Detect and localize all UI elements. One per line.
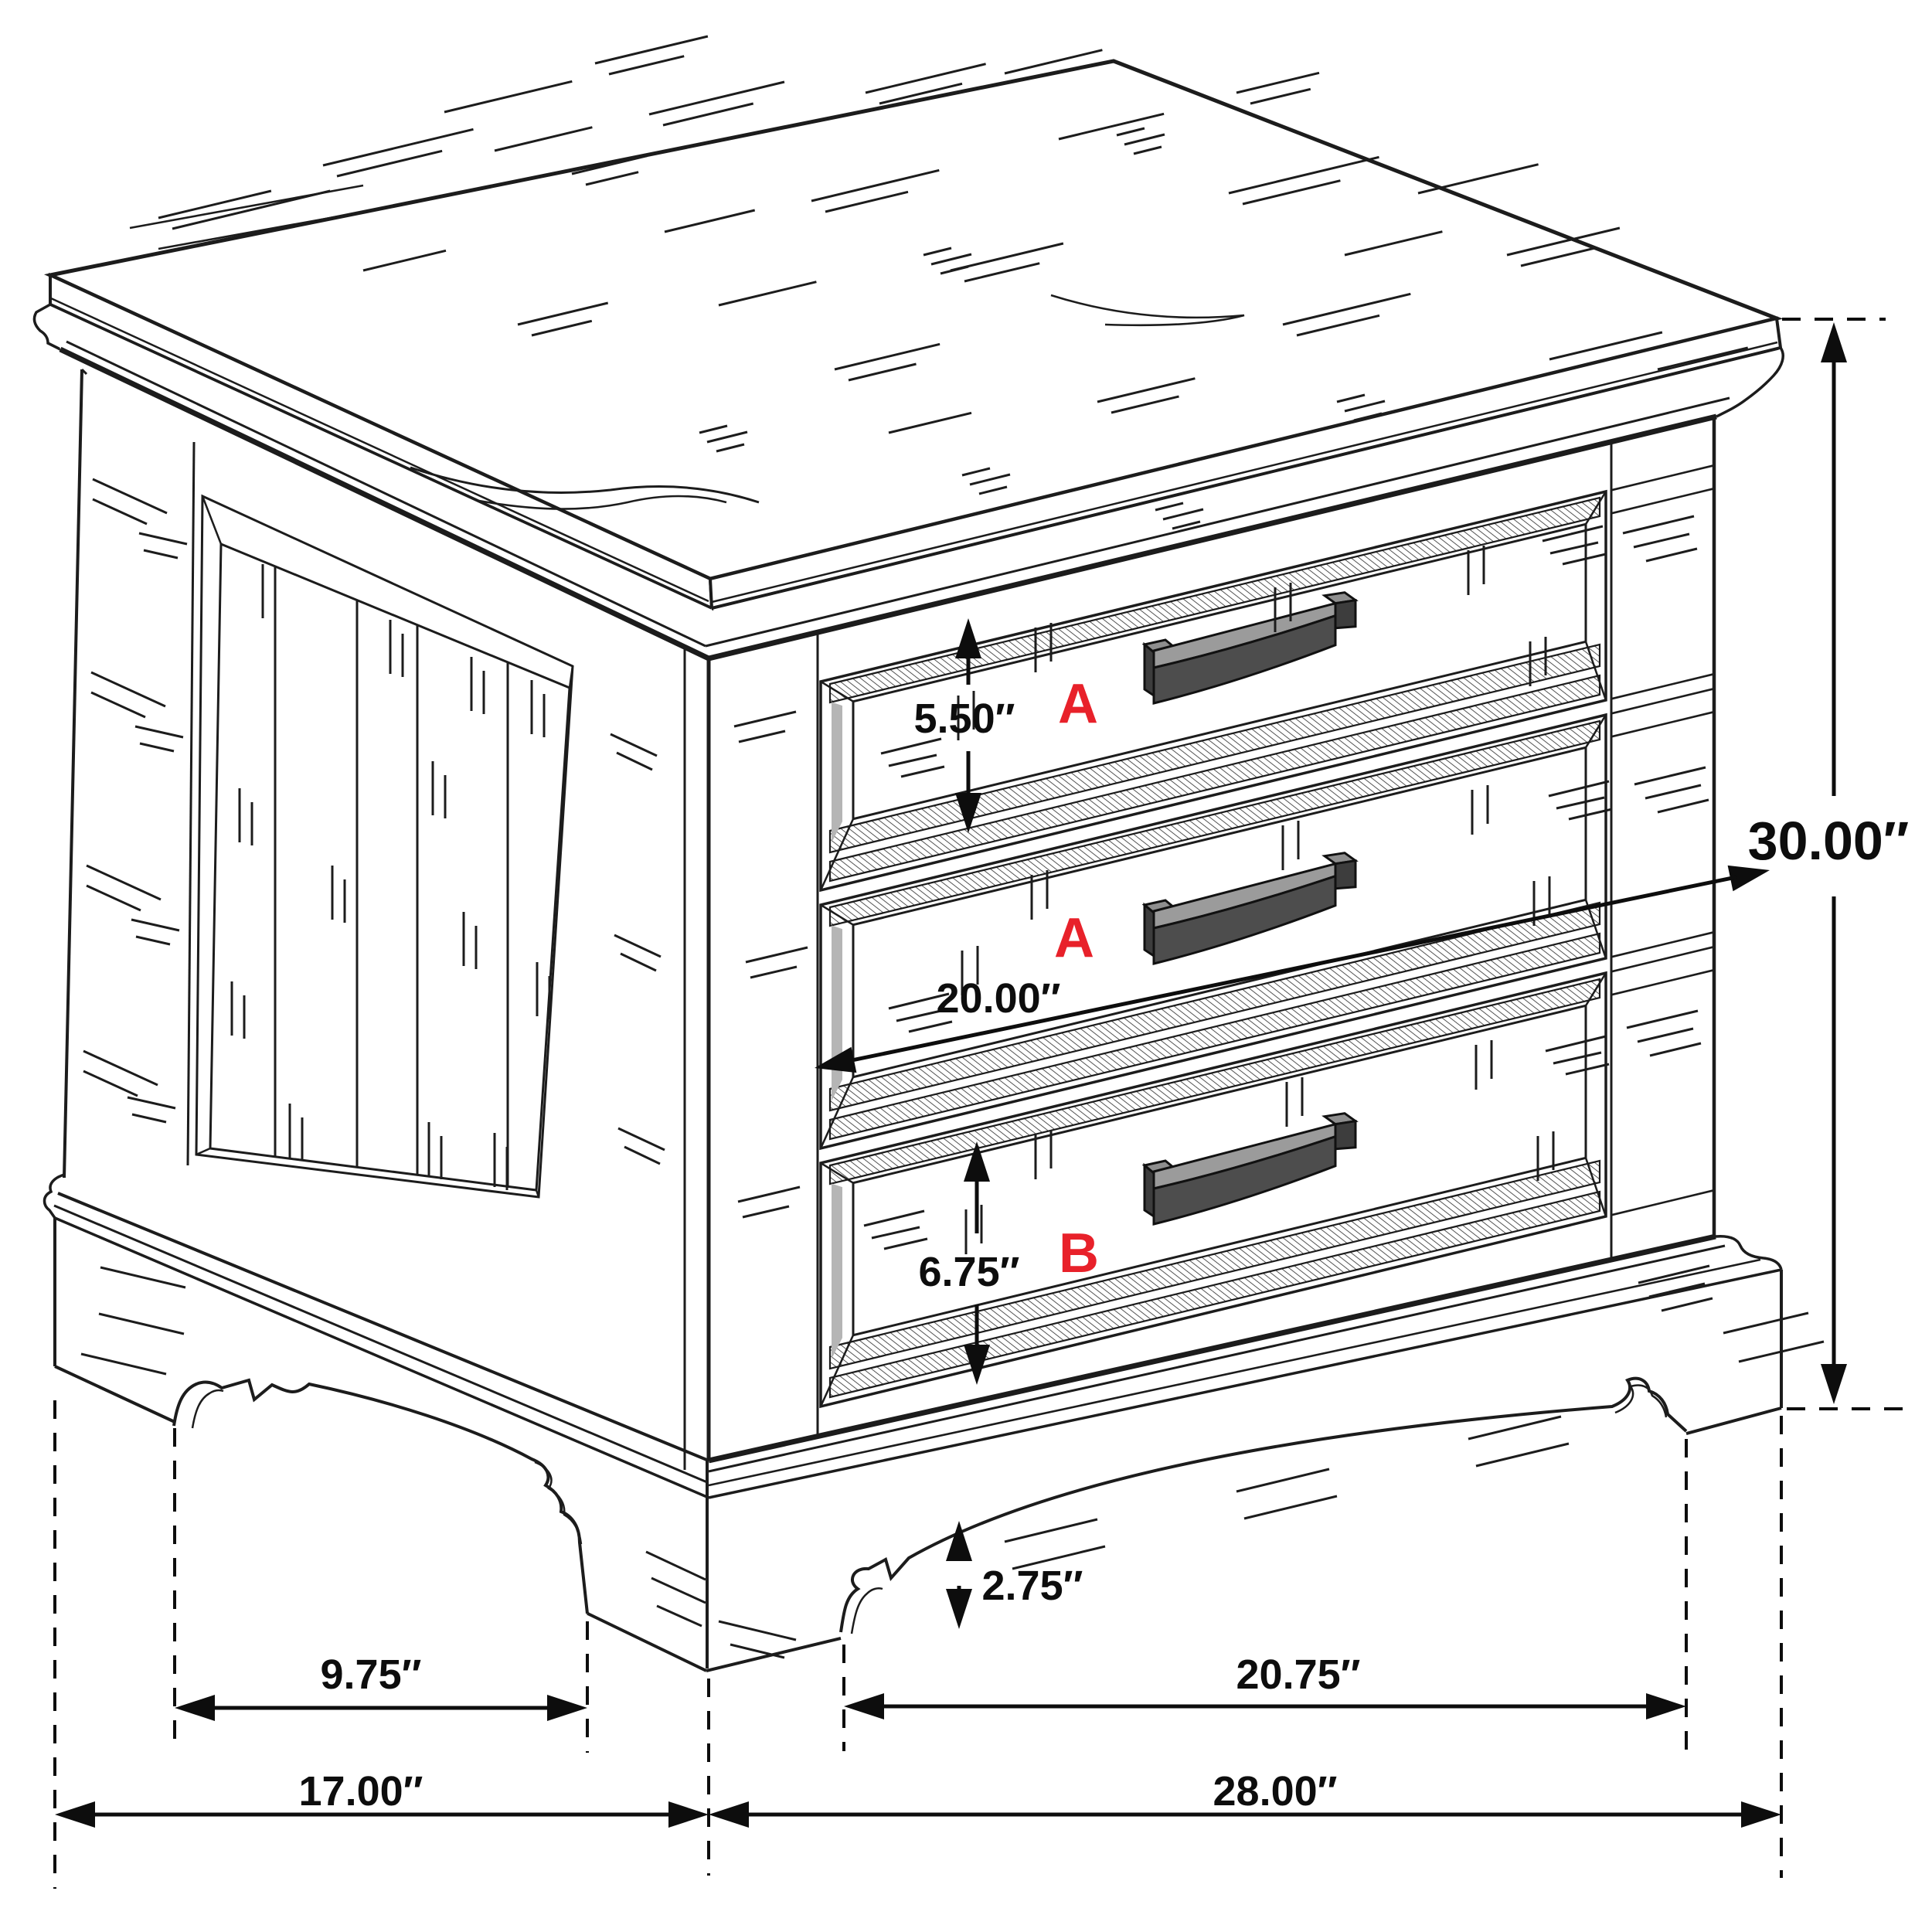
svg-text:28.00″: 28.00″: [1213, 1768, 1338, 1815]
svg-text:2.75″: 2.75″: [982, 1563, 1083, 1609]
svg-text:5.50″: 5.50″: [914, 696, 1015, 742]
svg-text:A: A: [1054, 907, 1094, 969]
svg-text:B: B: [1059, 1223, 1099, 1284]
svg-text:17.00″: 17.00″: [299, 1768, 423, 1815]
svg-text:9.75″: 9.75″: [321, 1651, 422, 1698]
svg-text:A: A: [1058, 673, 1098, 735]
svg-text:20.00″: 20.00″: [937, 975, 1061, 1022]
svg-text:20.75″: 20.75″: [1236, 1651, 1361, 1698]
svg-text:6.75″: 6.75″: [919, 1249, 1020, 1295]
svg-text:30.00″: 30.00″: [1748, 811, 1910, 871]
